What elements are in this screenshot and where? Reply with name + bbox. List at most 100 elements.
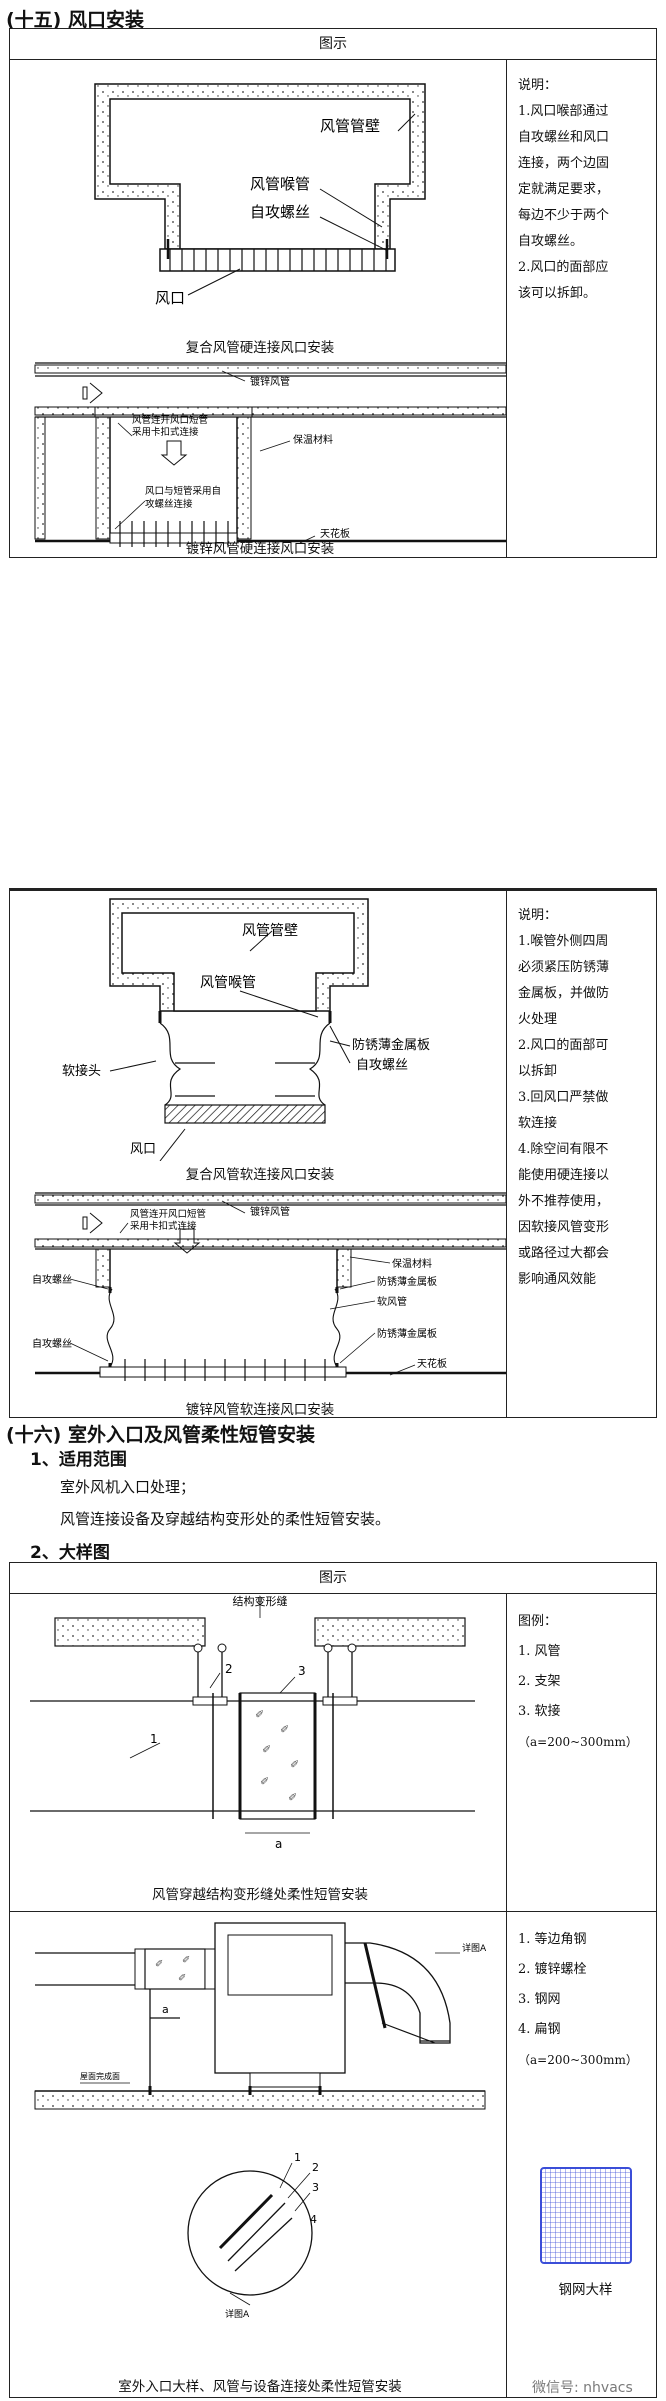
- part-number: 2: [312, 2161, 319, 2174]
- legend-2: 1. 等边角钢 2. 镀锌螺栓 3. 钢网 4. 扁钢 （a=200~300mm…: [518, 1925, 653, 2075]
- note-line: 外不推荐使用，: [518, 1194, 610, 1209]
- figure-caption: 复合风管硬连接风口安装: [185, 340, 335, 356]
- steel-mesh-icon: [540, 2167, 632, 2264]
- floor-label: 屋面完成面: [80, 2071, 120, 2081]
- fix-label-2: 攻螺丝连接: [145, 498, 193, 510]
- svg-text:✐: ✐: [290, 1758, 299, 1771]
- legend-item: 4. 扁钢: [518, 2022, 561, 2037]
- divider: [506, 59, 507, 557]
- figure-header: 图示: [10, 1563, 656, 1594]
- legend-title: 图例：: [518, 1614, 558, 1629]
- ceiling-label: 天花板: [417, 1357, 447, 1370]
- part-number: 3: [298, 1664, 306, 1678]
- fix-label-1: 风口与短管采用自: [145, 485, 221, 497]
- plate-label-b: 防锈薄金属板: [377, 1327, 437, 1340]
- throat-label: 风管喉管: [200, 975, 256, 991]
- part-number: 4: [310, 2213, 317, 2226]
- note-line: 连接，两个边固: [518, 156, 610, 171]
- figure-box-2: 说明： 1.喉管外侧四周 必须紧压防锈薄 金属板，并做防 火处理 2.风口的面部…: [9, 890, 657, 1418]
- spacer-guide: [9, 888, 657, 890]
- open-outlet-label-2: 采用卡扣式连接: [130, 1220, 197, 1232]
- figure-header: 图示: [10, 29, 656, 60]
- svg-text:✐: ✐: [288, 1791, 297, 1804]
- paragraph: 风管连接设备及穿越结构变形处的柔性短管安装。: [60, 1510, 391, 1528]
- note-line: 必须紧压防锈薄: [518, 960, 610, 975]
- figure-box-1: 图示 说明： 1.风口喉部通过 自攻螺丝和风口 连接，两个边固 定就满足要求， …: [9, 28, 657, 558]
- legend-item: （a=200~300mm）: [518, 2053, 638, 2067]
- figure-caption: 室外入口大样、风管与设备连接处柔性短管安装: [118, 2379, 402, 2395]
- figure-caption: 风管穿越结构变形缝处柔性短管安装: [152, 1887, 368, 1903]
- note-line: 能使用硬连接以: [518, 1168, 610, 1183]
- legend-item: （a=200~300mm）: [518, 1735, 638, 1749]
- duct-wall-label: 风管管壁: [242, 923, 298, 939]
- legend-item: 2. 镀锌螺栓: [518, 1962, 587, 1977]
- screw-label: 自攻螺丝: [356, 1058, 408, 1073]
- expansion-joint-drawing: ✐✐ ✐✐ ✐✐ 结构变形缝 1 2 3 a: [30, 1594, 475, 1851]
- note-line: 1.喉管外侧四周: [518, 934, 609, 949]
- galv-duct-label: 镀锌风管: [250, 375, 290, 388]
- detail-a-label: 详图A: [225, 2308, 250, 2320]
- a-dimension: a: [162, 2003, 169, 2016]
- note-line: 该可以拆卸。: [518, 286, 597, 301]
- svg-text:✐: ✐: [155, 1959, 163, 1970]
- note-line: 因软接风管变形: [518, 1220, 610, 1235]
- legend-item: 2. 支架: [518, 1674, 561, 1689]
- composite-duct-flexible-drawing: 风管管壁 风管喉管 防锈薄金属板 自攻螺丝 软接头 风口: [62, 898, 430, 1161]
- note-line: 影响通风效能: [518, 1272, 597, 1287]
- outdoor-inlet-drawing: ✐✐✐ 详图A 屋面完成面 a 1 2 3 4 详图A: [34, 1922, 487, 2320]
- svg-text:✐: ✐: [280, 1723, 289, 1736]
- svg-text:✐: ✐: [182, 1955, 190, 1966]
- mesh-caption: 钢网大样: [558, 2282, 613, 2298]
- subsection-title: 2、大样图: [30, 1543, 110, 1563]
- figure-caption: 镀锌风管软连接风口安装: [185, 1402, 335, 1418]
- note-line: 2.风口的面部应: [518, 260, 609, 275]
- insulation-label: 保温材料: [392, 1257, 432, 1270]
- divider: [506, 1593, 507, 2397]
- throat-label: 风管喉管: [250, 175, 310, 193]
- legend-item: 1. 等边角钢: [518, 1932, 587, 1947]
- note-line: 每边不少于两个: [518, 208, 610, 223]
- paragraph: 室外风机入口处理；: [60, 1478, 196, 1496]
- plate-label: 防锈薄金属板: [352, 1037, 430, 1053]
- note-line: 火处理: [518, 1012, 558, 1027]
- svg-text:✐: ✐: [262, 1743, 271, 1756]
- galvanized-duct-rigid-drawing: 镀锌风管 风管连开风口短管 采用卡扣式连接 保温材料 风口与短管采用自 攻螺丝连…: [34, 362, 506, 547]
- note-line: 以拆卸: [518, 1064, 558, 1079]
- screw-label-b: 自攻螺丝: [32, 1337, 72, 1350]
- legend-1: 图例： 1. 风管 2. 支架 3. 软接 （a=200~300mm）: [518, 1607, 653, 1757]
- legend-item: 3. 软接: [518, 1704, 561, 1719]
- note-line: 4.除空间有限不: [518, 1142, 609, 1157]
- note-line: 或路径过大都会: [518, 1246, 610, 1261]
- svg-text:✐: ✐: [260, 1775, 269, 1788]
- plate-label-a: 防锈薄金属板: [377, 1275, 437, 1288]
- figure-caption: 复合风管软连接风口安装: [185, 1167, 335, 1183]
- flex-label: 软接头: [62, 1063, 101, 1079]
- section-16-title: (十六) 室外入口及风管柔性短管安装: [6, 1424, 315, 1446]
- legend-item: 1. 风管: [518, 1644, 561, 1659]
- note-line: 自攻螺丝。: [518, 234, 584, 249]
- ceiling-label: 天花板: [320, 527, 350, 540]
- screw-label: 自攻螺丝: [250, 203, 310, 221]
- note-line: 软连接: [518, 1116, 558, 1131]
- note-line: 2.风口的面部可: [518, 1038, 609, 1053]
- note-line: 金属板，并做防: [518, 986, 610, 1001]
- note-line: 自攻螺丝和风口: [518, 130, 610, 145]
- part-number: 3: [312, 2181, 319, 2194]
- open-outlet-label-1: 风管连开风口短管: [130, 1208, 206, 1220]
- section-15-title: (十五) 风口安装: [6, 9, 144, 31]
- figure-box-3: 图示 图例： 1. 风管 2. 支架 3. 软接 （a=200~300mm） ✐…: [9, 1562, 657, 2398]
- struct-line-label: 结构变形缝: [233, 1594, 288, 1608]
- part-number: 2: [225, 1662, 233, 1676]
- screw-label-a: 自攻螺丝: [32, 1273, 72, 1286]
- note-line: 3.回风口严禁做: [518, 1090, 609, 1105]
- notes-title: 说明：: [518, 908, 558, 923]
- divider: [506, 891, 507, 1417]
- notes-title: 说明：: [518, 78, 558, 93]
- svg-text:✐: ✐: [178, 1973, 186, 1984]
- note-line: 1.风口喉部通过: [518, 104, 609, 119]
- watermark: 微信号: nhvacs: [532, 2380, 633, 2396]
- detail-a-label: 详图A: [462, 1942, 487, 1954]
- outlet-label: 风口: [130, 1142, 156, 1157]
- notes: 说明： 1.风口喉部通过 自攻螺丝和风口 连接，两个边固 定就满足要求， 每边不…: [518, 73, 653, 307]
- open-outlet-label-2: 采用卡扣式连接: [132, 426, 199, 438]
